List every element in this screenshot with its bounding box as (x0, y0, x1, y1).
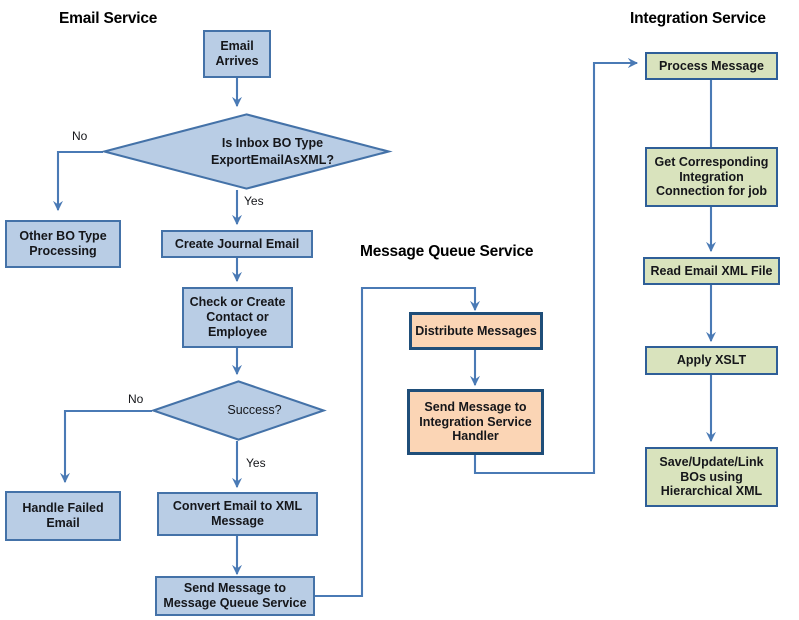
section-title-integration-service: Integration Service (630, 10, 766, 27)
node-success[interactable]: Success? (150, 380, 327, 441)
edge-send-queue-to-distribute (314, 286, 481, 598)
node-send-message-to-handler[interactable]: Send Message to Integration Service Hand… (407, 389, 544, 455)
node-is-inbox-bo-type[interactable]: Is Inbox BO Type ExportEmailAsXML? (100, 113, 393, 190)
node-apply-xslt[interactable]: Apply XSLT (645, 346, 778, 375)
node-process-message[interactable]: Process Message (645, 52, 778, 80)
edge-handler-to-process-message (473, 57, 639, 475)
node-email-arrives[interactable]: Email Arrives (203, 30, 271, 78)
section-title-email-service: Email Service (59, 10, 158, 27)
edge-success-no-to-handle-failed (59, 409, 152, 484)
node-other-bo-type-processing[interactable]: Other BO Type Processing (5, 220, 121, 268)
node-convert-email-to-xml[interactable]: Convert Email to XML Message (157, 492, 318, 536)
node-read-email-xml-file[interactable]: Read Email XML File (643, 257, 780, 285)
edge-label-success-no: No (128, 392, 144, 406)
node-send-message-to-queue[interactable]: Send Message to Message Queue Service (155, 576, 315, 616)
edge-label-success-yes: Yes (246, 456, 266, 470)
node-get-integration-connection[interactable]: Get Corresponding Integration Connection… (645, 147, 778, 207)
edge-decision-no-to-other-bo (52, 150, 103, 212)
node-handle-failed-email[interactable]: Handle Failed Email (5, 491, 121, 541)
edge-label-inbox-yes: Yes (244, 194, 264, 208)
node-save-update-link-bos[interactable]: Save/Update/Link BOs using Hierarchical … (645, 447, 778, 507)
node-distribute-messages[interactable]: Distribute Messages (409, 312, 543, 350)
node-create-journal-email[interactable]: Create Journal Email (161, 230, 313, 258)
edge-label-inbox-no: No (72, 129, 88, 143)
node-check-or-create-contact[interactable]: Check or Create Contact or Employee (182, 287, 293, 348)
section-title-message-queue-service: Message Queue Service (360, 243, 534, 260)
